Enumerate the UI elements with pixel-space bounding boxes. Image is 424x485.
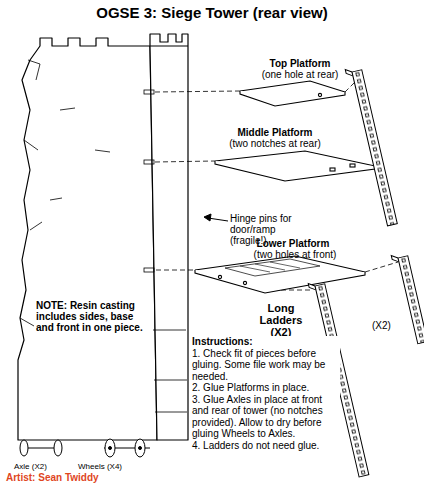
instruction-text: 3. Glue Axles in place at front and rear…	[192, 394, 340, 440]
instructions-block: Instructions:1. Check fit of pieces befo…	[192, 336, 340, 451]
quantity-label: (X2)	[372, 320, 402, 331]
part-note: (two holes at front)	[240, 249, 350, 260]
part-name: Axle (X2)	[14, 462, 64, 471]
instruction-text: 1. Check fit of pieces before gluing. So…	[192, 348, 340, 383]
part-name: Long Ladders (X2)	[252, 302, 310, 338]
instruction-text: Instructions:	[192, 336, 340, 348]
part-name: Wheels (X4)	[78, 462, 138, 471]
part-note: (one hole at rear)	[245, 69, 355, 80]
title: OGSE 3: Siege Tower (rear view)	[0, 4, 424, 21]
artist-credit: Artist: Sean Twiddy	[6, 472, 166, 483]
instruction-text: 4. Ladders do not need glue.	[192, 440, 340, 452]
instruction-text: 2. Glue Platforms in place.	[192, 382, 340, 394]
part-name: Lower Platform	[248, 238, 338, 249]
part-note: (two notches at rear)	[215, 138, 335, 149]
part-name: Middle Platform	[225, 127, 325, 138]
part-name: Top Platform	[255, 58, 345, 69]
note-text: NOTE: Resin casting includes sides, base…	[36, 300, 144, 333]
